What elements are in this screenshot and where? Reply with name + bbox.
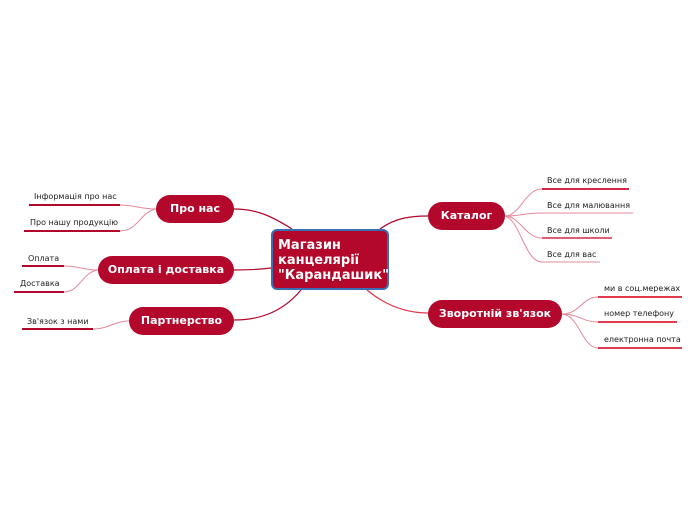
- link-zvorotniy: [366, 289, 429, 314]
- topic-zvorotniy-zvyazok[interactable]: Зворотній зв'язок: [428, 300, 562, 328]
- topic-katalog[interactable]: Каталог: [428, 202, 505, 230]
- link-oplata: [233, 267, 272, 271]
- link-katalog: [379, 215, 429, 230]
- subtopic-dlya-vas[interactable]: Все для вас: [547, 250, 597, 259]
- subtopic-produktsiya[interactable]: Про нашу продукцію: [30, 218, 118, 227]
- subtopic-socmerezhi[interactable]: ми в соц.мережах: [604, 284, 681, 293]
- subtopic-informatsiya[interactable]: Інформація про нас: [34, 192, 117, 201]
- central-line-2: канцелярії: [278, 253, 360, 268]
- subtopic-zvyazok[interactable]: Зв'язок з нами: [27, 317, 89, 326]
- subtopic-oplata[interactable]: Оплата: [28, 254, 60, 263]
- central-topic[interactable]: Магазин канцелярії "Карандашик": [271, 229, 389, 290]
- link-partnerstvo: [233, 289, 302, 321]
- subtopic-shkoly[interactable]: Все для школи: [547, 226, 610, 235]
- link-pro-nas: [233, 208, 293, 230]
- subtopic-telefon[interactable]: номер телефону: [604, 309, 675, 318]
- topic-oplata-dostavka[interactable]: Оплата і доставка: [98, 256, 234, 284]
- subtopic-pochta[interactable]: електронна почта: [604, 335, 681, 344]
- subtopic-malyuvannya[interactable]: Все для малювання: [547, 201, 631, 210]
- subtopic-kreslennya[interactable]: Все для креслення: [547, 176, 627, 185]
- subtopic-dostavka[interactable]: Доставка: [20, 279, 60, 288]
- central-line-3: "Карандашик": [278, 268, 390, 283]
- topic-partnerstvo[interactable]: Партнерство: [129, 307, 234, 335]
- central-line-1: Магазин: [278, 238, 341, 253]
- topic-pro-nas[interactable]: Про нас: [156, 195, 234, 223]
